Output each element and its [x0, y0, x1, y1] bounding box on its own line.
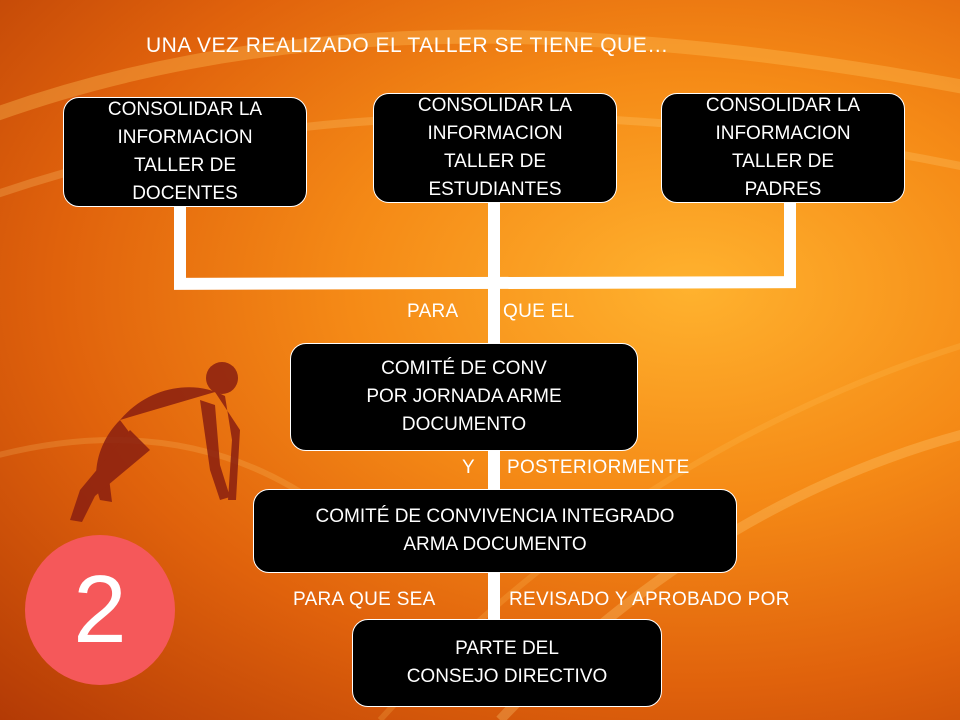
label-y: Y [462, 457, 475, 478]
connector-docentes-down [174, 207, 186, 289]
label-para-que-sea: PARA QUE SEA [293, 589, 436, 610]
connector-padres-down [784, 203, 796, 285]
comite-jornada-line-2: POR JORNADA ARME [366, 386, 562, 407]
consejo-line-1: PARTE DEL [455, 638, 559, 659]
docentes-line-4: DOCENTES [132, 183, 238, 204]
label-que-el: QUE EL [503, 301, 575, 322]
estudiantes-line-3: TALLER DE [443, 151, 547, 172]
connector-horizontal-bar [173, 276, 797, 290]
connector-bottom-vertical [488, 573, 500, 621]
label-posteriormente: POSTERIORMENTE [507, 457, 690, 478]
estudiantes-line-1: CONSOLIDAR LA [417, 95, 573, 116]
step-number-badge: 2 [25, 535, 175, 685]
sprinter-silhouette [70, 362, 240, 522]
padres-line-3: TALLER DE [731, 151, 835, 172]
comite-jornada-box: COMITÉ DE CONV POR JORNADA ARME DOCUMENT… [290, 343, 638, 451]
docentes-box: CONSOLIDAR LA INFORMACION TALLER DE DOCE… [63, 97, 307, 207]
comite-integrado-box: COMITÉ DE CONVIVENCIA INTEGRADO ARMA DOC… [253, 489, 737, 573]
step-number: 2 [73, 556, 127, 663]
estudiantes-line-4: ESTUDIANTES [428, 179, 562, 200]
padres-box: CONSOLIDAR LA INFORMACION TALLER DE PADR… [661, 93, 905, 203]
docentes-line-1: CONSOLIDAR LA [107, 99, 263, 120]
consejo-line-2: CONSEJO DIRECTIVO [406, 666, 608, 687]
consejo-directivo-box: PARTE DEL CONSEJO DIRECTIVO [352, 619, 662, 707]
padres-line-1: CONSOLIDAR LA [705, 95, 861, 116]
label-revisado: REVISADO Y APROBADO POR [509, 589, 790, 610]
comite-integrado-line-1: COMITÉ DE CONVIVENCIA INTEGRADO [315, 506, 675, 527]
estudiantes-box: CONSOLIDAR LA INFORMACION TALLER DE ESTU… [373, 93, 617, 203]
comite-jornada-line-1: COMITÉ DE CONV [381, 358, 547, 379]
padres-line-2: INFORMACION [715, 123, 851, 144]
connector-main-vertical [488, 203, 500, 345]
comite-integrado-line-2: ARMA DOCUMENTO [403, 534, 587, 555]
estudiantes-line-2: INFORMACION [427, 123, 563, 144]
docentes-line-2: INFORMACION [117, 127, 253, 148]
docentes-line-3: TALLER DE [133, 155, 237, 176]
label-para: PARA [407, 301, 459, 322]
comite-jornada-line-3: DOCUMENTO [401, 414, 527, 435]
diagram-header: UNA VEZ REALIZADO EL TALLER SE TIENE QUE… [146, 34, 669, 57]
padres-line-4: PADRES [744, 179, 822, 200]
connector-mid-vertical [488, 451, 500, 491]
